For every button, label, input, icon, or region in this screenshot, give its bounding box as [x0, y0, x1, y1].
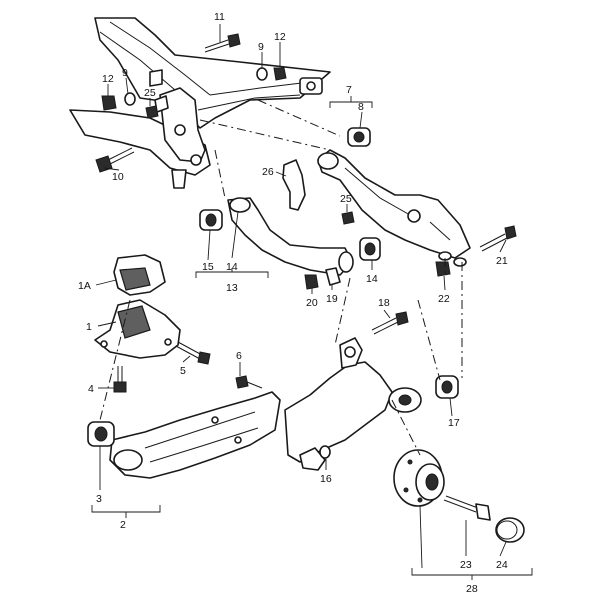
bolt-6	[235, 375, 263, 389]
label-16: 16	[320, 473, 332, 485]
wheel-hub-28	[393, 449, 445, 507]
upper-link-13	[227, 197, 354, 276]
leader-lines	[95, 24, 507, 569]
label-25a: 25	[144, 87, 156, 99]
label-2: 2	[120, 519, 126, 531]
label-21: 21	[496, 255, 508, 267]
label-15: 15	[202, 261, 214, 273]
bolt-4	[113, 366, 127, 393]
bolt-11	[204, 33, 241, 53]
subframe	[69, 17, 331, 189]
label-20: 20	[306, 297, 318, 309]
part-number-labels: 11 9 12 12 9 25 10 7 8 26 25 15 14 13 20…	[78, 11, 508, 595]
label-3: 3	[96, 493, 102, 505]
label-8: 8	[358, 101, 364, 113]
bush-15	[199, 209, 223, 231]
bush-17	[435, 375, 459, 399]
bush-8	[347, 127, 371, 147]
assembly-lines	[99, 99, 463, 456]
label-5: 5	[180, 365, 186, 377]
label-12a: 12	[274, 31, 286, 43]
label-23: 23	[460, 559, 472, 571]
bracket-26	[282, 159, 306, 211]
label-4: 4	[88, 383, 94, 395]
bolt-25a	[145, 105, 159, 119]
bolt-25b	[341, 211, 355, 225]
label-1: 1	[86, 321, 92, 333]
label-10: 10	[112, 171, 124, 183]
washer-19	[325, 267, 341, 286]
label-9b: 9	[122, 67, 128, 79]
label-7: 7	[346, 84, 352, 96]
bush-3	[87, 421, 115, 447]
label-12b: 12	[102, 73, 114, 85]
label-19: 19	[326, 293, 338, 305]
bolt-10	[95, 147, 135, 173]
label-22: 22	[438, 293, 450, 305]
label-11: 11	[214, 11, 225, 23]
group-brackets	[91, 96, 533, 580]
label-14a: 14	[226, 261, 238, 273]
mount-1	[94, 299, 181, 359]
bolt-18	[371, 311, 409, 335]
washer-9b	[124, 92, 136, 106]
nut-22	[435, 261, 451, 277]
label-14b: 14	[366, 273, 378, 285]
bolt-21	[479, 225, 517, 252]
buffer-1A	[113, 254, 166, 296]
washer-9a	[256, 67, 268, 81]
nut-12b	[101, 95, 117, 111]
trailing-arm-2	[109, 391, 281, 479]
nut-20	[304, 274, 319, 290]
bush-14b	[359, 237, 381, 261]
label-17: 17	[448, 417, 460, 429]
label-9a: 9	[258, 41, 264, 53]
bolt-5	[175, 341, 211, 365]
label-1A: 1A	[78, 280, 91, 292]
label-25b: 25	[340, 193, 352, 205]
wheel-bearing-housing-16	[284, 337, 422, 471]
cap-24	[495, 517, 525, 543]
transverse-link-7	[317, 149, 471, 267]
label-24: 24	[496, 559, 508, 571]
label-26: 26	[262, 166, 274, 178]
label-28: 28	[466, 583, 478, 595]
label-6: 6	[236, 350, 242, 362]
bolt-23	[443, 495, 491, 521]
label-13: 13	[226, 282, 238, 294]
nut-12a	[273, 67, 287, 81]
label-18: 18	[378, 297, 390, 309]
